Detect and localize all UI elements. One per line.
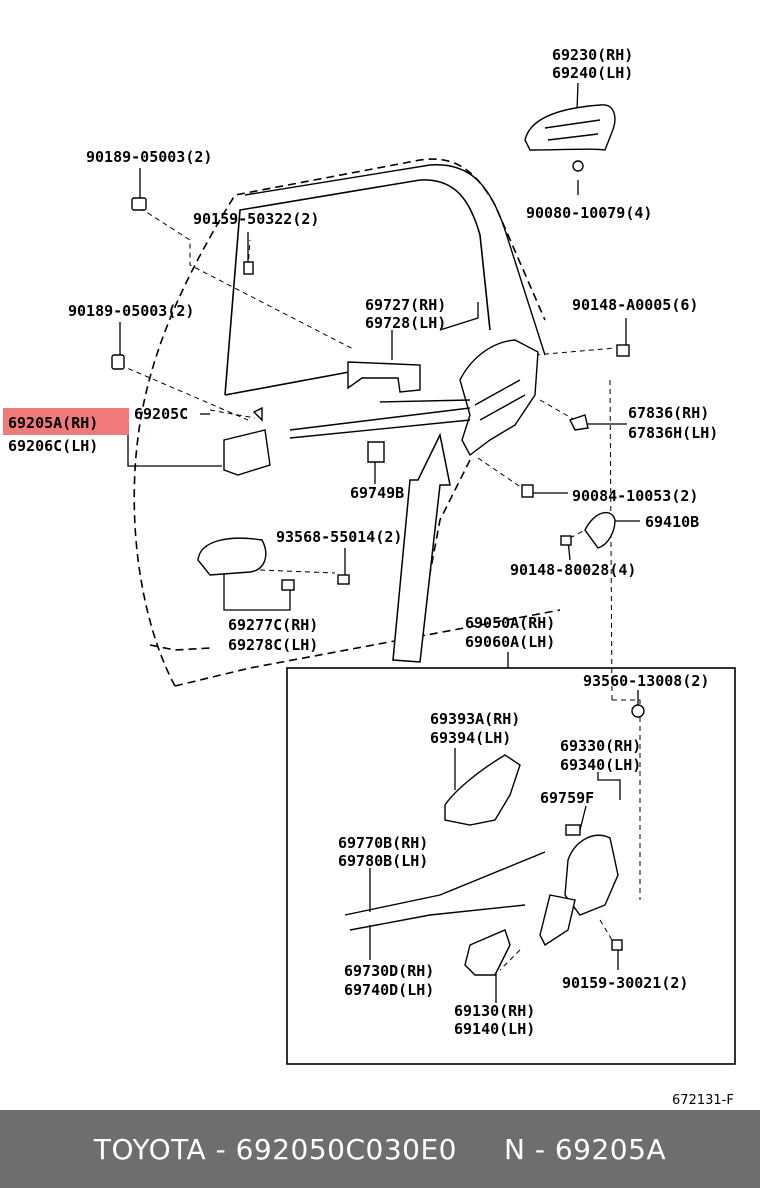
- label-90159-b[interactable]: 90159-30021(2): [562, 974, 688, 992]
- label-90159-a[interactable]: 90159-50322(2): [193, 210, 319, 228]
- label-93568[interactable]: 93568-55014(2): [276, 528, 402, 546]
- label-69240[interactable]: 69240(LH): [552, 64, 633, 82]
- label-69140[interactable]: 69140(LH): [454, 1020, 535, 1038]
- label-90189-b[interactable]: 90189-05003(2): [68, 302, 194, 320]
- label-69394[interactable]: 69394(LH): [430, 729, 511, 747]
- assembly-box: [286, 667, 736, 1065]
- highlight-box: [3, 408, 129, 435]
- label-69730d[interactable]: 69730D(RH): [344, 962, 434, 980]
- label-69759f[interactable]: 69759F: [540, 789, 594, 807]
- label-69230[interactable]: 69230(RH): [552, 46, 633, 64]
- label-69780b[interactable]: 69780B(LH): [338, 852, 428, 870]
- door-outline: [133, 158, 546, 687]
- label-69205a[interactable]: 69205A(RH): [8, 414, 98, 432]
- label-93560[interactable]: 93560-13008(2): [583, 672, 709, 690]
- label-69206c[interactable]: 69206C(LH): [8, 437, 98, 455]
- label-69060a[interactable]: 69060A(LH): [465, 633, 555, 651]
- footer-brand-part: TOYOTA - 692050C030E0: [93, 1132, 457, 1166]
- latch: [459, 339, 539, 457]
- label-69278c[interactable]: 69278C(LH): [228, 636, 318, 654]
- bezel: [197, 537, 267, 576]
- lock-assy: [564, 834, 619, 916]
- label-69749b[interactable]: 69749B: [350, 484, 404, 502]
- label-69770b[interactable]: 69770B(RH): [338, 834, 428, 852]
- lift-arrow: [392, 432, 451, 663]
- label-69205c[interactable]: 69205C: [134, 405, 188, 423]
- label-69728[interactable]: 69728(LH): [365, 314, 446, 332]
- label-69130[interactable]: 69130(RH): [454, 1002, 535, 1020]
- footer-bar: TOYOTA - 692050C030E0 N - 69205A: [0, 1110, 760, 1188]
- label-69740d[interactable]: 69740D(LH): [344, 981, 434, 999]
- actuator: [464, 929, 511, 976]
- label-90189-a[interactable]: 90189-05003(2): [86, 148, 212, 166]
- footer-spacer: [457, 1133, 504, 1166]
- footer-number: N - 69205A: [504, 1132, 667, 1166]
- outside-handle: [524, 104, 616, 151]
- label-69410b[interactable]: 69410B: [645, 513, 699, 531]
- label-90084[interactable]: 90084-10053(2): [572, 487, 698, 505]
- bracket: [347, 361, 421, 393]
- label-69393a[interactable]: 69393A(RH): [430, 710, 520, 728]
- label-90148-a[interactable]: 90148-A0005(6): [572, 296, 698, 314]
- label-67836h[interactable]: 67836H(LH): [628, 424, 718, 442]
- striker: [584, 511, 616, 549]
- label-69727[interactable]: 69727(RH): [365, 296, 446, 314]
- label-69050a[interactable]: 69050A(RH): [465, 614, 555, 632]
- parts-diagram: 69230(RH) 69240(LH) 90189-05003(2) 90159…: [3, 46, 736, 1108]
- label-69340[interactable]: 69340(LH): [560, 756, 641, 774]
- label-69330[interactable]: 69330(RH): [560, 737, 641, 755]
- label-69277c[interactable]: 69277C(RH): [228, 616, 318, 634]
- label-90148-b[interactable]: 90148-80028(4): [510, 561, 636, 579]
- label-67836[interactable]: 67836(RH): [628, 404, 709, 422]
- lock-cover: [444, 754, 521, 826]
- diagram-reference: 672131-F: [672, 1093, 734, 1108]
- inside-handle: [223, 429, 271, 476]
- label-90080[interactable]: 90080-10079(4): [526, 204, 652, 222]
